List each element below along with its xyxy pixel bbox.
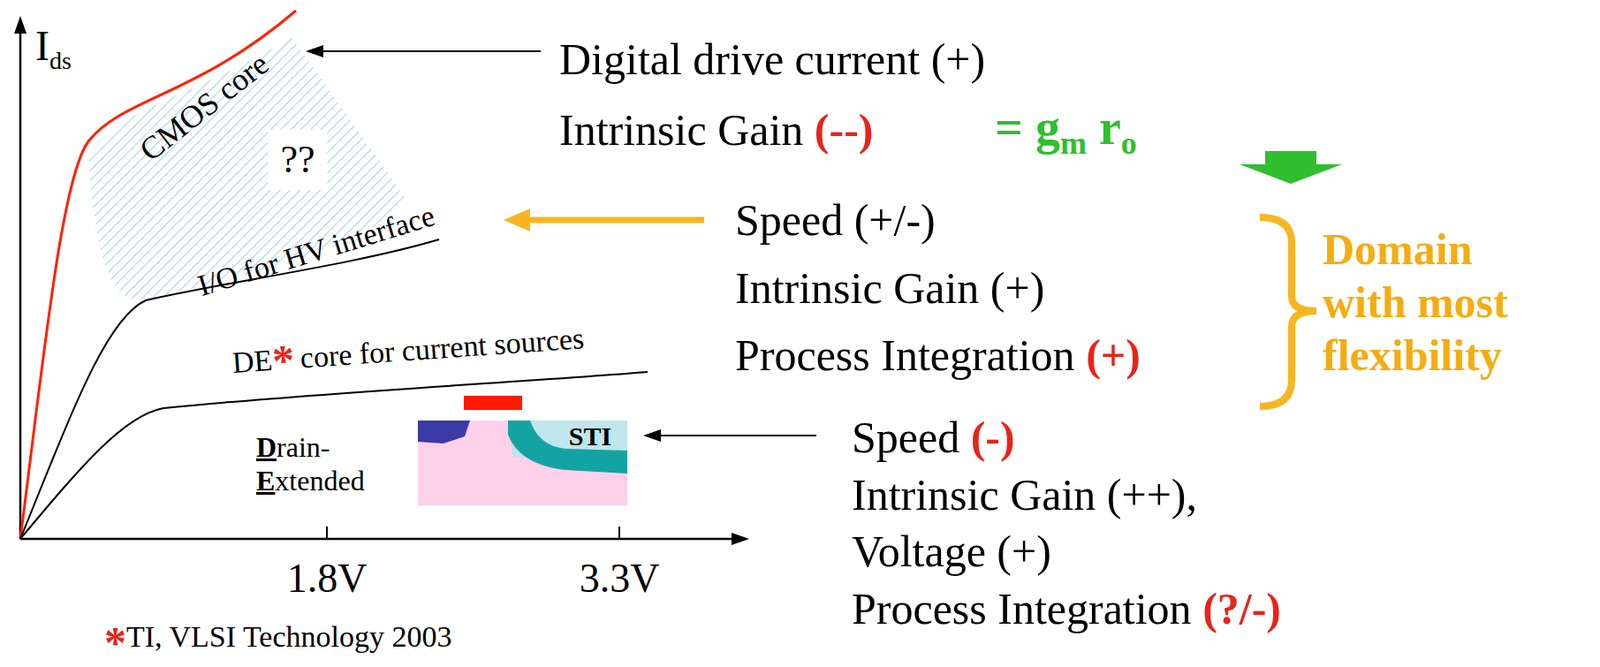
orange-arrow (524, 217, 705, 224)
axis-label: Ids (35, 24, 72, 74)
text-label: Process Integration (851, 583, 1192, 634)
leader-head (305, 45, 324, 58)
attribute-text: Intrinsic Gain(--) (559, 107, 873, 152)
text-label: rain- (276, 431, 330, 463)
de-curve (20, 371, 648, 539)
text-label: Domain with most flexibility (1322, 224, 1509, 380)
domain-note: Domain with most flexibility (1322, 222, 1544, 382)
attribute-text: Speed(-) (851, 415, 1016, 460)
y-axis (19, 30, 23, 539)
text-label: (+) (1085, 330, 1141, 380)
text-label: Intrinsic Gain (++), (851, 470, 1198, 520)
attribute-text: Speed (+/-) (735, 197, 936, 243)
text-label: * (270, 334, 296, 387)
text-label: o (1121, 125, 1138, 161)
text-label: E (256, 464, 275, 497)
x-axis-head (731, 532, 750, 546)
text-label: ds (49, 46, 72, 75)
attribute-text: Process Integration(+) (735, 333, 1141, 378)
text-label: TI, VLSI Technology 2003 (126, 620, 452, 653)
text-label: (--) (814, 105, 874, 155)
text-label: Speed (851, 412, 960, 463)
text-label: (-) (970, 412, 1016, 463)
attribute-text: Intrinsic Gain (++), (851, 472, 1198, 517)
text-label: Intrinsic Gain (+) (735, 263, 1045, 313)
text-label: Intrinsic Gain (559, 105, 804, 155)
brace (1259, 217, 1317, 407)
text-label: m (1060, 125, 1087, 161)
text-label: core for current sources (298, 321, 585, 374)
tick (326, 526, 328, 539)
attribute-text: Digital drive current (+) (559, 37, 986, 82)
sti-label: STI (568, 423, 612, 450)
text-label: Process Integration (735, 330, 1076, 380)
text-label: STI (568, 421, 612, 451)
text-label: Speed (+/-) (735, 195, 936, 245)
curve-label: DE*core for current sources (230, 317, 586, 387)
text-label: 3.3V (579, 555, 660, 601)
attribute-text: Intrinsic Gain (+) (735, 265, 1045, 311)
leader-head (643, 429, 661, 442)
tick (618, 526, 621, 539)
footnote: *TI, VLSI Technology 2003 (104, 620, 452, 665)
tick-label: 1.8V (287, 558, 368, 600)
text-label: ?? (280, 137, 315, 182)
leader-line (318, 50, 541, 53)
formula: = gmro (994, 102, 1138, 160)
text-label: r (1099, 99, 1122, 155)
text-label: 1.8V (287, 555, 368, 601)
device-cross-section (417, 395, 628, 506)
orange-arrow-head (503, 208, 531, 232)
leader-line (655, 434, 817, 437)
attribute-text: Process Integration(?/-) (851, 586, 1282, 631)
text-label: Digital drive current (+) (559, 34, 986, 84)
text-label: Voltage (+) (851, 526, 1052, 577)
text-label: * (104, 617, 127, 667)
device-label: Drain- (256, 432, 331, 462)
text-label: D (256, 431, 277, 463)
text-label: xtended (274, 464, 364, 497)
text-label: DE (231, 342, 274, 379)
y-axis-head (14, 15, 27, 34)
down-arrow (1239, 151, 1343, 184)
tick-label: 3.3V (579, 558, 660, 600)
attribute-text: Voltage (+) (851, 529, 1052, 574)
x-axis (20, 538, 734, 541)
device-label: Extended (256, 466, 365, 495)
text-label: = g (994, 99, 1061, 155)
question-label: ?? (267, 129, 327, 190)
text-label: I (35, 22, 50, 69)
text-label: (?/-) (1202, 583, 1282, 634)
